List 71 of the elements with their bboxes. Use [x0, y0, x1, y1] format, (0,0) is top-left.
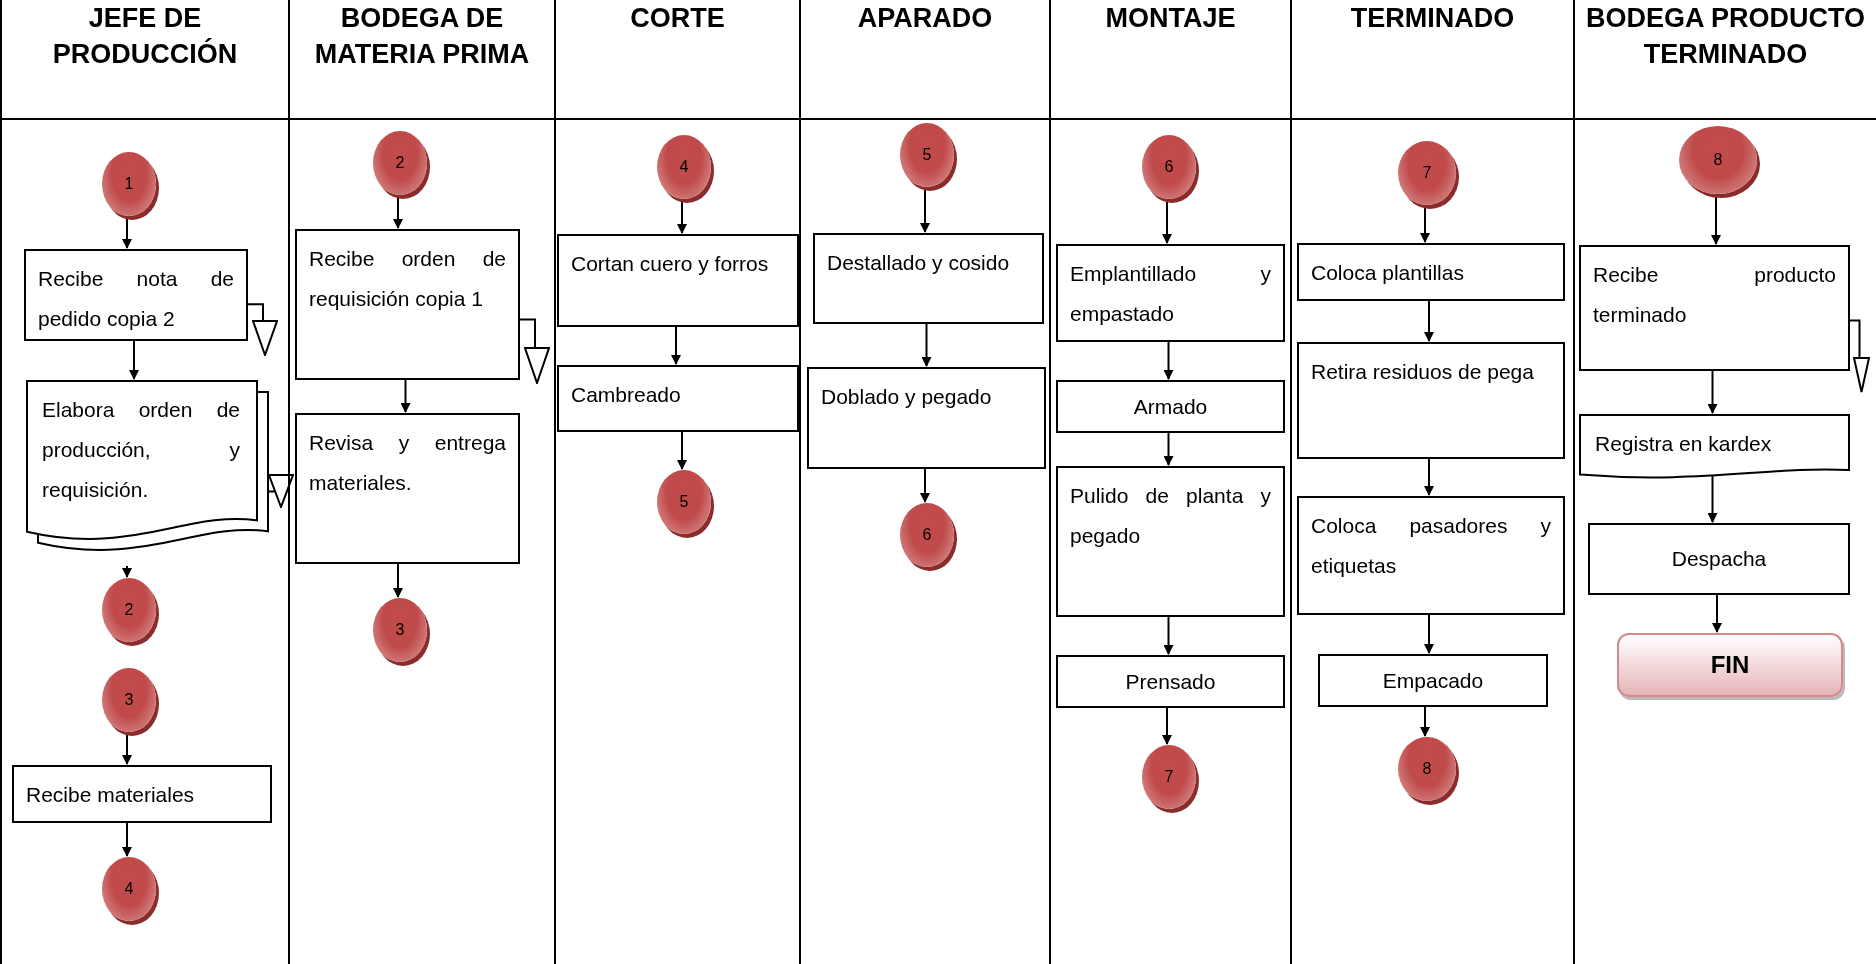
connector-circle: 6: [1142, 135, 1196, 199]
swimlane: [288, 0, 554, 964]
process-box: Doblado y pegado: [807, 367, 1046, 469]
arrow: [1162, 707, 1172, 745]
process-box: Recibe producto terminado: [1579, 245, 1850, 371]
archive-triangle: [524, 347, 550, 384]
process-box: Recibe nota de pedido copia 2: [24, 249, 248, 341]
process-box: Emplantillado y empastado: [1056, 244, 1285, 342]
connector-circle: 1: [102, 152, 156, 216]
swimlane: [1049, 0, 1290, 964]
lane-header: MONTAJE: [1104, 2, 1237, 35]
arrow: [393, 563, 403, 598]
end-terminal: FIN: [1617, 633, 1843, 697]
archive-triangle: [1853, 357, 1870, 393]
swimlane: [799, 0, 1049, 964]
arrow: [1424, 300, 1434, 342]
process-box: Prensado: [1056, 655, 1285, 708]
document-shape: Registra en kardex: [1579, 414, 1850, 480]
process-box: Retira residuos de pega: [1297, 342, 1565, 459]
connector-circle: 8: [1398, 737, 1456, 801]
arrow: [122, 565, 132, 578]
connector-circle: 2: [373, 131, 427, 195]
arrow: [1163, 616, 1174, 655]
arrow: [1707, 475, 1718, 523]
lane-header: TERMINADO: [1349, 2, 1516, 35]
arrow: [1163, 341, 1174, 380]
arrow: [400, 379, 411, 413]
process-box: Empacado: [1318, 654, 1548, 707]
process-box: Recibe orden de requisición copia 1: [295, 229, 520, 380]
connector-circle: 5: [657, 470, 711, 534]
connector-circle: 7: [1142, 745, 1196, 809]
lane-header: BODEGA DE MATERIA PRIMA: [313, 2, 531, 71]
arrow: [921, 323, 932, 367]
connector-circle: 4: [657, 135, 711, 199]
lane-header: BODEGA PRODUCTO TERMINADO: [1585, 2, 1866, 71]
process-box: Cortan cuero y forros: [557, 234, 799, 327]
connector-circle: 2: [102, 578, 156, 642]
arrow: [920, 468, 930, 503]
arrow: [129, 340, 139, 380]
arrow: [671, 326, 681, 365]
connector-circle: 4: [102, 857, 156, 921]
swimlane: [1290, 0, 1573, 964]
lane-header: JEFE DE PRODUCCIÓN: [51, 2, 239, 71]
connector-circle: 3: [373, 598, 427, 662]
connector-circle: 5: [900, 123, 954, 187]
connector-circle: 7: [1398, 141, 1456, 205]
swimlane: [1573, 0, 1876, 964]
arrow: [1707, 370, 1718, 414]
connector-circle: 3: [102, 668, 156, 732]
process-box: Destallado y cosido: [813, 233, 1044, 324]
process-box: Pulido de planta y pegado: [1056, 466, 1285, 617]
connector-circle: 6: [900, 503, 954, 567]
process-box: Armado: [1056, 380, 1285, 433]
arrow: [1424, 614, 1434, 654]
arrow: [1163, 432, 1174, 466]
arrow: [1420, 706, 1430, 737]
archive-triangle: [252, 320, 278, 356]
process-box: Coloca pasadores y etiquetas: [1297, 496, 1565, 615]
archive-triangle: [268, 474, 294, 508]
arrow: [122, 822, 132, 857]
process-box: Recibe materiales: [12, 765, 272, 823]
process-box: Cambreado: [557, 365, 799, 432]
arrow: [1712, 594, 1722, 633]
process-box: Revisa y entrega materiales.: [295, 413, 520, 564]
process-box: Coloca plantillas: [1297, 243, 1565, 301]
arrow: [1424, 458, 1434, 496]
arrow: [677, 431, 687, 470]
lane-header: APARADO: [856, 2, 994, 35]
lane-header: CORTE: [629, 2, 726, 35]
swimlane: [554, 0, 799, 964]
process-box: Despacha: [1588, 523, 1850, 595]
